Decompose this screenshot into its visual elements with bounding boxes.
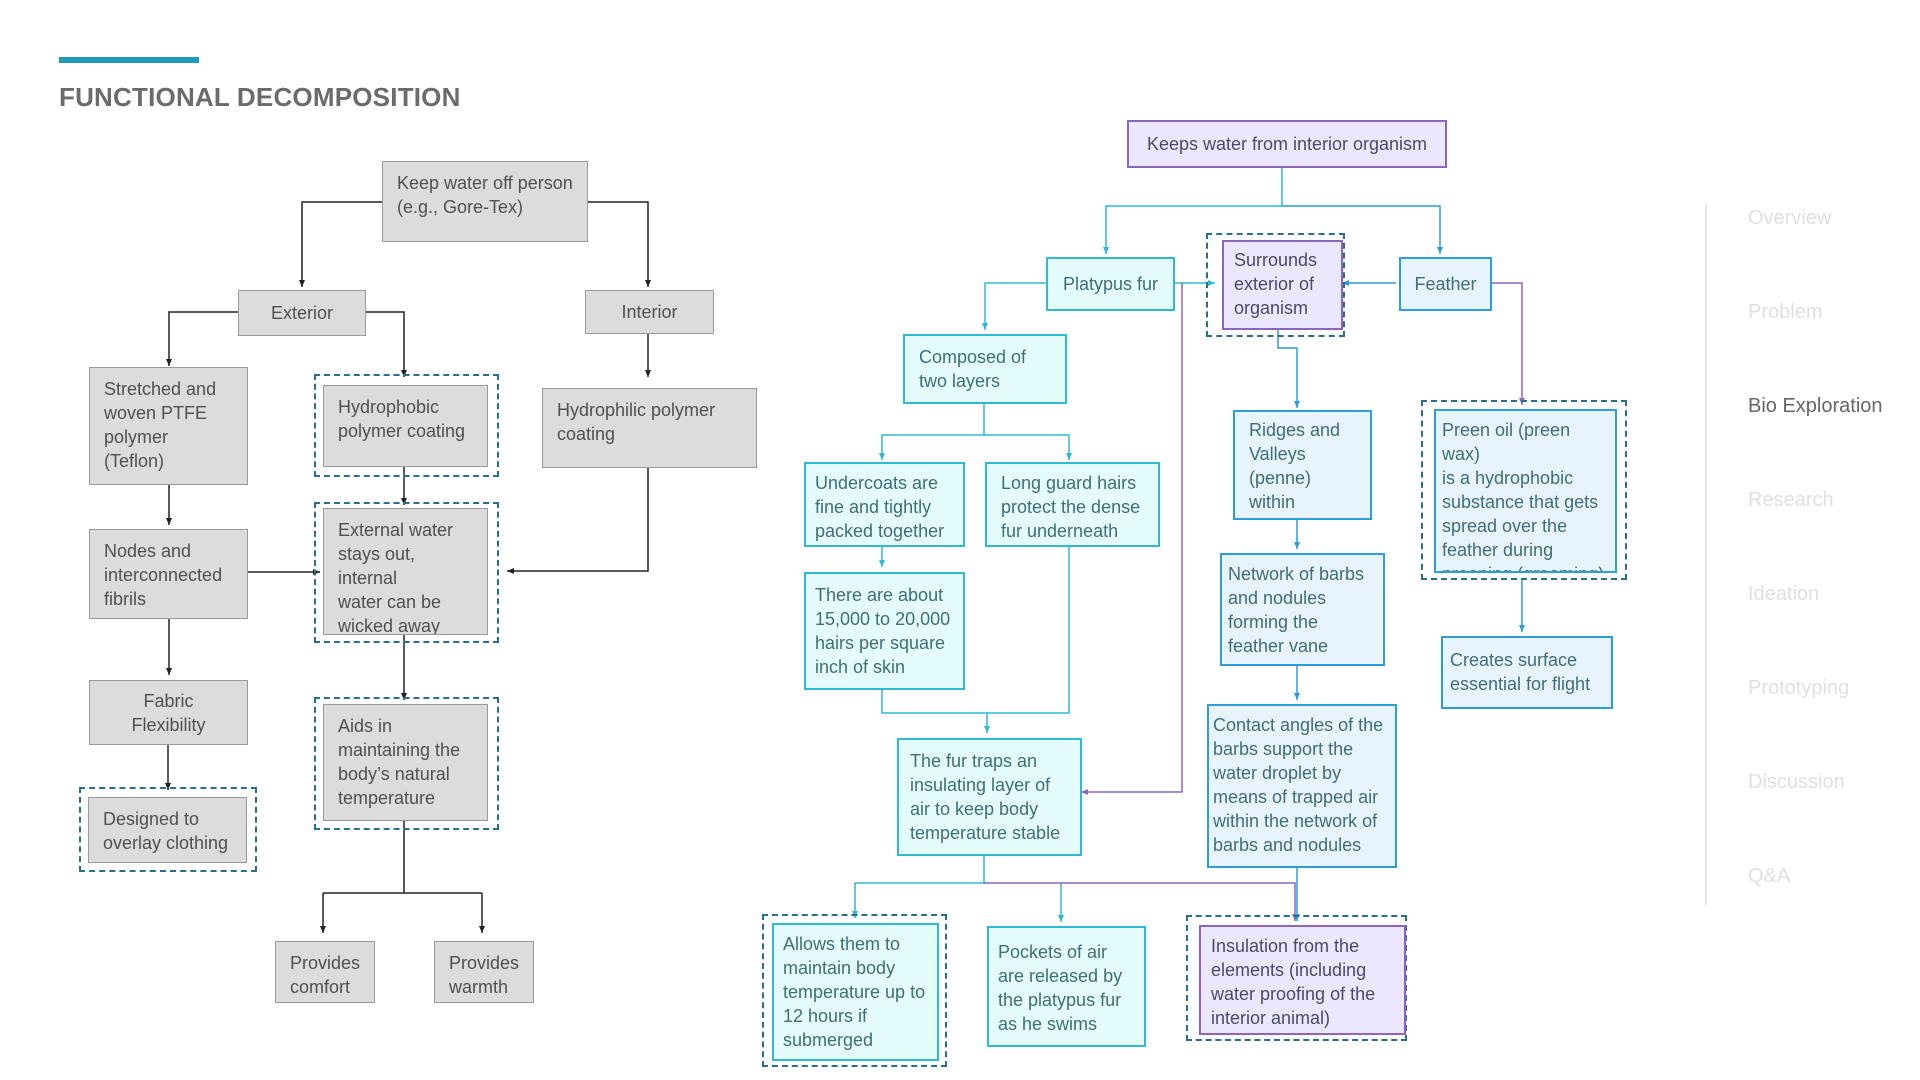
node-surface-flight: Creates surface essential for flight bbox=[1441, 636, 1613, 709]
node-undercoats: Undercoats are fine and tightly packed t… bbox=[804, 462, 965, 547]
node-platypus-fur: Platypus fur bbox=[1046, 257, 1175, 311]
nav-item-ideation[interactable]: Ideation bbox=[1748, 583, 1820, 605]
dashed-frame-surrounds bbox=[1206, 233, 1345, 337]
node-keep-water-off-person: Keep water off person (e.g., Gore-Tex) bbox=[382, 161, 588, 242]
nav-item-research[interactable]: Research bbox=[1748, 489, 1834, 511]
node-barbs-network: Network of barbs and nodules forming the… bbox=[1220, 553, 1385, 666]
node-traps-air: The fur traps an insulating layer of air… bbox=[897, 738, 1082, 856]
node-nodes-fibrils: Nodes and interconnected fibrils bbox=[89, 529, 248, 619]
nav-item-discussion[interactable]: Discussion bbox=[1748, 771, 1845, 793]
nav-divider bbox=[1705, 205, 1707, 905]
node-interior: Interior bbox=[585, 290, 714, 334]
node-two-layers: Composed of two layers bbox=[903, 334, 1067, 404]
nav-item-bio-exploration[interactable]: Bio Exploration bbox=[1748, 395, 1883, 417]
dashed-frame-insulation bbox=[1186, 915, 1407, 1041]
node-preen-oil: Preen oil (preen wax) is a hydrophobic s… bbox=[1434, 409, 1617, 573]
node-aids-temperature: Aids in maintaining the body’s natural t… bbox=[323, 704, 488, 821]
nav-item-problem[interactable]: Problem bbox=[1748, 301, 1823, 323]
node-hydrophilic-coating: Hydrophilic polymer coating bbox=[542, 388, 757, 468]
node-surrounds-exterior: Surrounds exterior of organism bbox=[1222, 240, 1343, 330]
dashed-frame-submerged bbox=[762, 914, 947, 1067]
node-submerged: Allows them to maintain body temperature… bbox=[772, 923, 939, 1061]
node-exterior: Exterior bbox=[238, 290, 366, 336]
node-contact-angles: Contact angles of the barbs support the … bbox=[1207, 704, 1397, 868]
page-title: FUNCTIONAL DECOMPOSITION bbox=[59, 82, 461, 112]
node-fabric-flexibility: Fabric Flexibility bbox=[89, 680, 248, 745]
nav-item-overview[interactable]: Overview bbox=[1748, 207, 1832, 229]
node-external-water: External water stays out, internal water… bbox=[323, 508, 488, 635]
nav-item-qa[interactable]: Q&A bbox=[1748, 865, 1791, 887]
node-provides-warmth: Provides warmth bbox=[434, 941, 534, 1003]
node-air-pockets: Pockets of air are released by the platy… bbox=[987, 926, 1146, 1047]
node-keeps-water-interior: Keeps water from interior organism bbox=[1127, 120, 1447, 168]
dashed-frame-overlay bbox=[79, 787, 257, 872]
node-ptfe-polymer: Stretched and woven PTFE polymer (Teflon… bbox=[89, 367, 248, 485]
node-insulation: Insulation from the elements (including … bbox=[1199, 925, 1406, 1035]
node-hydrophobic-coating: Hydrophobic polymer coating bbox=[323, 385, 488, 467]
node-ridges-valleys: Ridges and Valleys (penne) within the fe… bbox=[1233, 410, 1372, 520]
nav-item-prototyping[interactable]: Prototyping bbox=[1748, 677, 1850, 699]
dashed-frame-external-water bbox=[314, 502, 499, 643]
node-overlay-clothing: Designed to overlay clothing bbox=[88, 797, 247, 863]
dashed-frame-hydrophobic bbox=[314, 374, 499, 477]
node-feather: Feather bbox=[1399, 257, 1492, 311]
title-accent-bar bbox=[59, 57, 199, 63]
node-provides-comfort: Provides comfort bbox=[275, 941, 375, 1003]
node-guard-hairs: Long guard hairs protect the dense fur u… bbox=[985, 462, 1160, 547]
dashed-frame-aids bbox=[314, 697, 499, 830]
node-hairs-count: There are about 15,000 to 20,000 hairs p… bbox=[804, 572, 965, 690]
dashed-frame-preen-oil bbox=[1421, 400, 1627, 580]
